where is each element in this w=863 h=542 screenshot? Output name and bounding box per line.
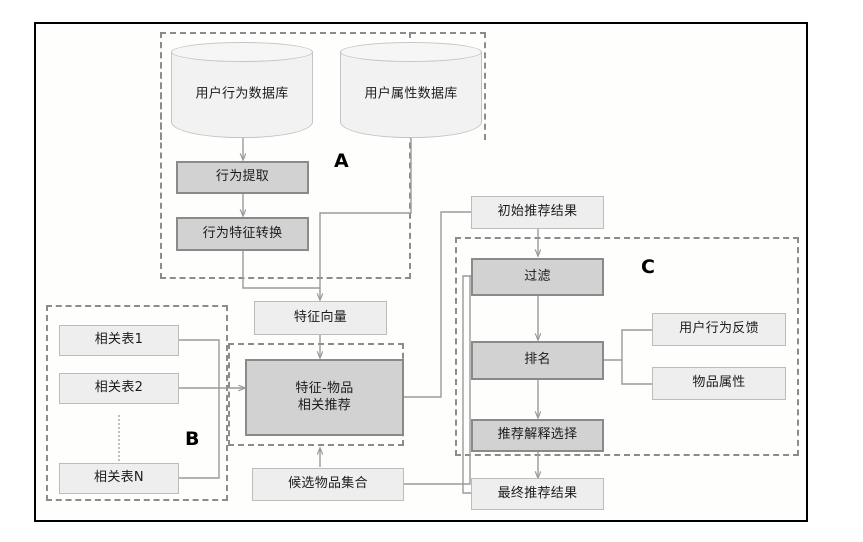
node-label: 推荐解释选择 [497, 427, 578, 443]
node-label: 排名 [524, 352, 551, 368]
node-final-recommend-result[interactable]: 最终推荐结果 [471, 478, 604, 510]
node-label: 最终推荐结果 [497, 485, 578, 501]
node-label: 相关表N [94, 470, 144, 486]
node-label-line2: 相关推荐 [297, 397, 352, 413]
cylinder-top [171, 42, 313, 62]
region-a-label: A [334, 150, 349, 172]
node-label: 行为提取 [215, 169, 270, 185]
cylinder-body [171, 51, 313, 138]
node-label: 候选物品集合 [288, 476, 368, 492]
node-candidate-item-set[interactable]: 候选物品集合 [252, 468, 404, 501]
node-label: 相关表1 [94, 332, 144, 348]
node-behavior-feature-transform[interactable]: 行为特征转换 [176, 217, 309, 251]
cylinder-top [340, 42, 482, 62]
datastore-user-attribute-db: 用户属性数据库 [340, 42, 482, 138]
region-c-label: C [641, 256, 655, 278]
datastore-label: 用户属性数据库 [364, 86, 458, 102]
datastore-user-behavior-db: 用户行为数据库 [171, 42, 313, 138]
region-b-boundary [46, 305, 228, 501]
ellipsis-vertical-dots [118, 415, 120, 461]
node-ranking[interactable]: 排名 [471, 341, 604, 380]
node-label: 物品属性 [692, 375, 746, 391]
node-filter[interactable]: 过滤 [471, 258, 604, 296]
cylinder-body [340, 51, 482, 138]
node-related-table-1[interactable]: 相关表1 [59, 325, 179, 356]
node-related-table-2[interactable]: 相关表2 [59, 373, 179, 404]
node-feature-item-recommend[interactable]: 特征-物品 相关推荐 [245, 359, 404, 436]
node-label: 相关表2 [94, 380, 144, 396]
node-feature-vector[interactable]: 特征向量 [254, 301, 387, 335]
node-label: 初始推荐结果 [497, 204, 578, 220]
node-item-attribute[interactable]: 物品属性 [652, 367, 786, 400]
node-related-table-n[interactable]: 相关表N [59, 463, 179, 494]
node-recommend-explanation-select[interactable]: 推荐解释选择 [471, 419, 604, 452]
node-label: 用户行为反馈 [679, 321, 759, 337]
node-behavior-extraction[interactable]: 行为提取 [176, 161, 309, 194]
region-b-label: B [185, 428, 200, 450]
node-user-behavior-feedback[interactable]: 用户行为反馈 [652, 313, 786, 346]
node-initial-recommend-result[interactable]: 初始推荐结果 [471, 196, 604, 229]
node-label: 过滤 [524, 268, 551, 284]
node-label: 行为特征转换 [202, 225, 283, 241]
node-label-line1: 特征-物品 [295, 381, 354, 397]
node-label: 特征向量 [293, 309, 348, 325]
datastore-label: 用户行为数据库 [195, 86, 289, 102]
